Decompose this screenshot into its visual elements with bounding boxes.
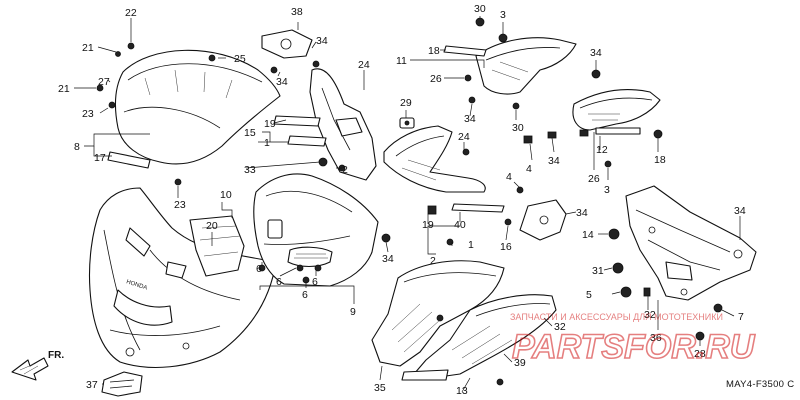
callout-26: 26: [430, 73, 442, 85]
bracket-38: [261, 29, 313, 59]
inner-trim-strip-15: [273, 115, 327, 147]
callout-19: 19: [264, 118, 276, 130]
callout-16: 2: [430, 255, 436, 267]
callout-1: 19: [422, 219, 434, 231]
windscreen-trim-strip: [107, 151, 151, 169]
callout-38: 38: [291, 6, 303, 18]
callout-14: 34: [734, 205, 746, 217]
lower-duct-35: [401, 294, 557, 381]
callout-7: 32: [644, 309, 656, 321]
callout-5: 31: [592, 265, 604, 277]
callout-37: 35: [374, 382, 386, 394]
callout-12: 26: [588, 173, 600, 185]
callout-18: 12: [596, 144, 608, 156]
windscreen: [114, 49, 281, 165]
callout-23: 23: [82, 108, 94, 120]
callout-9: 9: [350, 306, 356, 318]
callout-40: 34: [576, 207, 588, 219]
air-duct-12: [572, 89, 661, 131]
callout-20: 20: [206, 220, 218, 232]
callout-35: 39: [514, 357, 526, 369]
bracket-40: [519, 199, 567, 241]
callout-21: 21: [82, 42, 94, 54]
bolt-29: [399, 117, 415, 129]
callout-15: 15: [244, 127, 256, 139]
callout-34: 34: [382, 253, 394, 265]
center-duct: [383, 125, 486, 193]
callout-26: 34: [548, 155, 560, 167]
callout-13: 37: [86, 379, 98, 391]
callout-32: 28: [694, 348, 706, 360]
callout-1: 1: [264, 137, 270, 149]
callout-32: 5: [586, 289, 592, 301]
watermark-brand: PARTSFOR.RU: [512, 328, 756, 366]
callout-28: 36: [650, 332, 662, 344]
air-duct-11: [475, 37, 577, 95]
diagram-code: MAY4-F3500 C: [726, 379, 794, 390]
side-inner-cover: [309, 68, 377, 181]
lower-duct-37: [371, 260, 505, 367]
callout-labels: 22 21 25 27 21 23 8 17 23 38 34 34 24 19…: [58, 3, 746, 397]
callout-2: 1: [468, 239, 474, 251]
callout-10: 10: [220, 189, 232, 201]
leader-lines: [74, 16, 741, 393]
callout-6: 6: [256, 263, 262, 275]
callout-4: 3: [604, 184, 610, 196]
callout-19: 40: [454, 219, 466, 231]
callout-6: 6: [276, 276, 282, 288]
callout-34: 34: [316, 35, 328, 47]
clips-lower: [436, 314, 504, 386]
callout-6: 6: [312, 276, 318, 288]
callout-34: 4: [526, 163, 532, 175]
front-direction-arrow: FR.: [11, 350, 64, 381]
callout-24: 24: [458, 131, 470, 143]
callout-34: 13: [456, 385, 468, 397]
callout-36: 7: [738, 311, 744, 323]
callout-21: 21: [58, 83, 70, 95]
callout-39: 32: [554, 321, 566, 333]
upper-fairing-cowl: HONDA: [88, 187, 277, 369]
rubber-mounts: [608, 228, 723, 341]
windscreen-screws: [96, 42, 216, 186]
strip-18-top: [443, 45, 487, 57]
direction-label: FR.: [48, 350, 64, 361]
callout-34: 16: [500, 241, 512, 253]
callout-6: 6: [302, 289, 308, 301]
callout-33: 33: [244, 164, 256, 176]
callout-31: 14: [582, 229, 594, 241]
clips-center: [381, 186, 524, 246]
callout-11: 11: [396, 55, 407, 67]
callout-34: 4: [506, 171, 512, 183]
callout-29: 29: [400, 97, 412, 109]
callout-2: 2: [342, 164, 348, 176]
watermark: ЗАПЧАСТИ И АКСЕССУАРЫ ДЛЯ МОТОТЕХНИКИ PA…: [510, 312, 757, 367]
callout-3: 3: [500, 9, 506, 21]
callout-4: 30: [512, 122, 524, 134]
fairing-stay-14: [625, 185, 757, 301]
callout-34: 34: [276, 76, 288, 88]
callout-24: 24: [358, 59, 370, 71]
clips-right: [462, 17, 663, 168]
watermark-tagline: ЗАПЧАСТИ И АКСЕССУАРЫ ДЛЯ МОТОТЕХНИКИ: [510, 312, 723, 322]
callout-18: 18: [428, 45, 440, 57]
callout-30: 34: [590, 47, 602, 59]
callout-22: 22: [125, 7, 137, 19]
callout-30: 30: [474, 3, 486, 15]
inner-fairing: [253, 173, 379, 287]
panel-13: [101, 371, 143, 397]
grommets-left: [258, 60, 346, 284]
callout-17: 17: [94, 152, 106, 164]
callout-27: 27: [98, 76, 110, 88]
callout-8: 8: [74, 141, 80, 153]
callout-23: 23: [174, 199, 186, 211]
callout-3: 18: [654, 154, 666, 166]
strip-18-right: [595, 127, 641, 135]
strip-19-right: [451, 203, 505, 213]
callout-25: 25: [234, 53, 246, 65]
callout-34: 34: [464, 113, 476, 125]
